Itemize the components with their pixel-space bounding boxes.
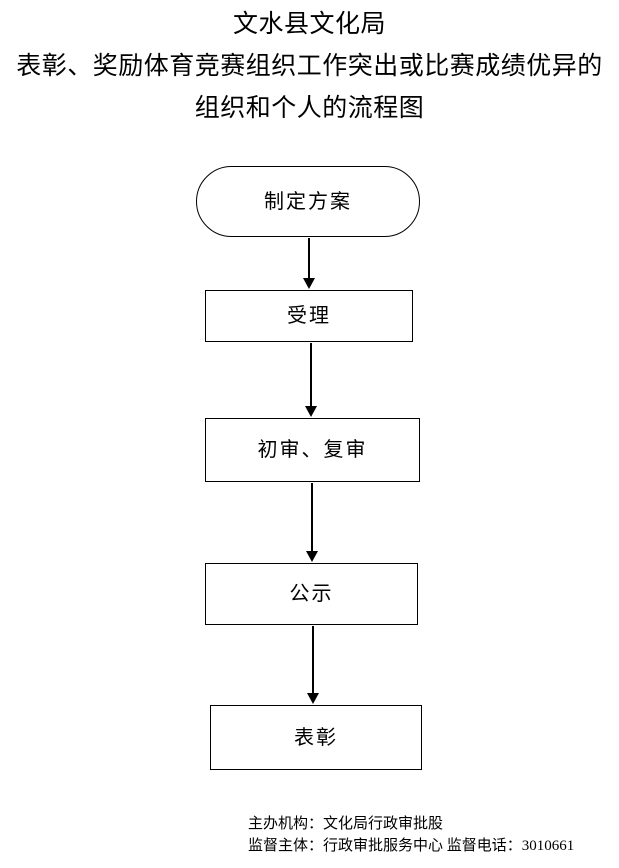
title-line-1: 文水县文化局	[232, 11, 386, 38]
arrow-head-icon	[303, 278, 315, 289]
arrow-shaft	[310, 343, 312, 408]
flow-node-zhidingfangan[interactable]: 制定方案	[196, 166, 420, 237]
flow-node-label: 制定方案	[264, 190, 352, 213]
title-line-2: 表彰、奖励体育竞赛组织工作突出或比赛成绩优异的	[16, 53, 603, 80]
footer-organizer: 主办机构：文化局行政审批股	[248, 816, 444, 832]
footer-supervisor: 监督主体：行政审批服务中心 监督电话：3010661	[248, 838, 575, 854]
arrow-shaft	[311, 483, 313, 553]
flow-node-label: 公示	[289, 583, 334, 605]
arrow-shaft	[312, 626, 314, 695]
flow-node-shouli[interactable]: 受理	[205, 290, 413, 342]
flow-arrow-3	[299, 483, 325, 562]
flow-arrow-1	[296, 238, 322, 289]
arrow-head-icon	[306, 551, 318, 562]
flow-node-gongshi[interactable]: 公示	[205, 563, 418, 625]
footer: 主办机构：文化局行政审批股 监督主体：行政审批服务中心 监督电话：3010661	[248, 813, 619, 857]
flow-node-label: 初审、复审	[257, 439, 368, 461]
arrow-head-icon	[305, 406, 317, 417]
flow-arrow-2	[298, 343, 324, 417]
flow-node-chushen-fushen[interactable]: 初审、复审	[205, 418, 420, 482]
arrow-head-icon	[307, 693, 319, 704]
page-title: 文水县文化局 表彰、奖励体育竞赛组织工作突出或比赛成绩优异的 组织和个人的流程图	[0, 0, 619, 130]
flow-node-biaozhang[interactable]: 表彰	[210, 705, 422, 770]
arrow-shaft	[308, 238, 310, 280]
flow-node-label: 受理	[287, 305, 331, 327]
flow-node-label: 表彰	[294, 726, 338, 749]
title-line-3: 组织和个人的流程图	[194, 95, 425, 122]
flow-arrow-4	[300, 626, 326, 704]
